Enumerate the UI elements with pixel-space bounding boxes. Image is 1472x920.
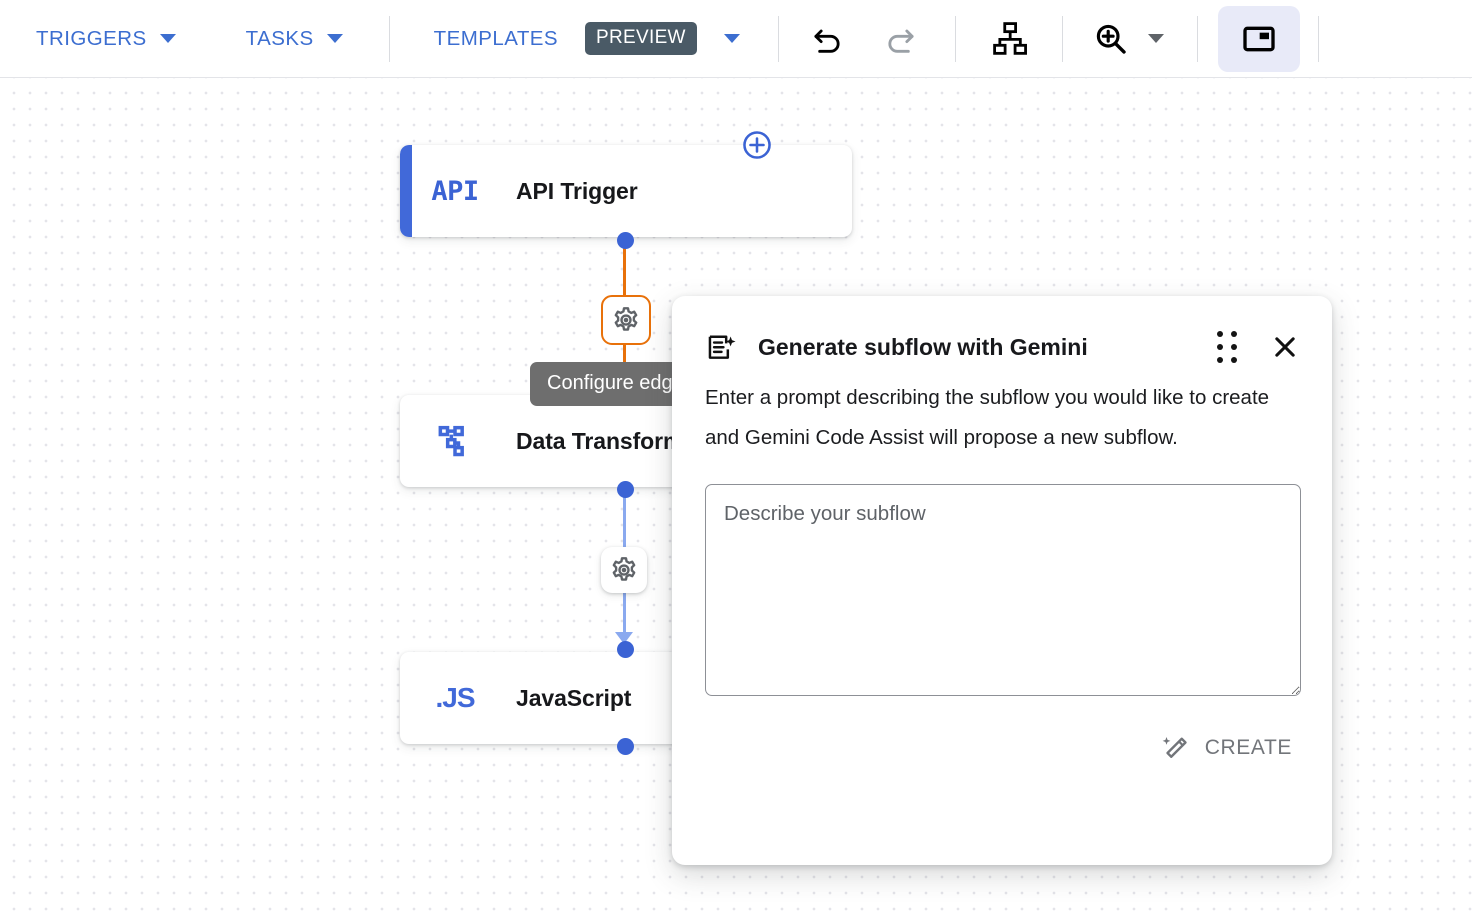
redo-icon <box>888 29 914 53</box>
toolbar-divider <box>954 15 956 62</box>
magic-wand-icon <box>1162 737 1187 758</box>
menu-tasks-label: TASKS <box>245 26 314 50</box>
dialog-actions: CREATE <box>672 701 1332 769</box>
menu-templates-label: TEMPLATES <box>433 26 559 50</box>
auto-layout-button[interactable] <box>982 11 1038 67</box>
toolbar-divider <box>388 15 390 62</box>
templates-preview-badge: PREVIEW <box>585 22 697 55</box>
edge-transformer-to-javascript-lower[interactable] <box>623 589 626 639</box>
drag-handle-icon[interactable] <box>1217 331 1238 363</box>
subflow-prompt-input[interactable] <box>705 484 1301 696</box>
menu-templates[interactable]: TEMPLATES PREVIEW <box>422 16 740 62</box>
side-panel-icon <box>1243 26 1275 51</box>
top-toolbar: TRIGGERS TASKS TEMPLATES PREVIEW <box>0 0 1472 78</box>
zoom-dropdown-button[interactable] <box>1139 11 1173 67</box>
node-accent-bar <box>400 145 412 237</box>
edge-transformer-to-javascript[interactable] <box>623 489 626 548</box>
menu-triggers[interactable]: TRIGGERS <box>24 16 188 62</box>
chevron-down-icon <box>326 34 343 43</box>
dialog-title: Generate subflow with Gemini <box>758 333 1088 360</box>
connector-dot-javascript-in[interactable] <box>617 641 634 658</box>
toolbar-divider <box>1061 15 1063 62</box>
node-title: JavaScript <box>516 684 632 711</box>
configure-edge-button[interactable] <box>601 295 651 345</box>
gear-icon <box>612 557 636 581</box>
connector-dot-javascript-out[interactable] <box>617 738 634 755</box>
edge-arrowhead-icon <box>615 632 633 644</box>
undo-icon <box>814 29 840 53</box>
javascript-icon: .JS <box>435 682 475 713</box>
sitemap-icon <box>992 21 1027 55</box>
api-icon: API <box>431 175 479 207</box>
toolbar-divider <box>1317 15 1319 62</box>
toggle-side-panel-button[interactable] <box>1217 5 1300 72</box>
create-button[interactable]: CREATE <box>1157 727 1296 769</box>
gear-icon <box>614 307 638 331</box>
generate-subflow-dialog: Generate subflow with Gemini Enter a pro… <box>672 296 1332 865</box>
zoom-button[interactable] <box>1083 11 1139 67</box>
close-icon <box>1275 337 1295 357</box>
menu-triggers-label: TRIGGERS <box>36 26 147 50</box>
connector-dot-api-out[interactable] <box>617 232 634 249</box>
edge-api-to-transformer[interactable] <box>623 240 626 308</box>
node-title: API Trigger <box>516 177 638 204</box>
toolbar-divider <box>1196 15 1198 62</box>
toolbar-divider <box>777 15 779 62</box>
plus-circle-icon <box>743 131 771 159</box>
dialog-description: Enter a prompt describing the subflow yo… <box>705 386 1270 449</box>
undo-button[interactable] <box>799 11 855 67</box>
configure-edge-button-2[interactable] <box>601 547 647 593</box>
zoom-in-icon <box>1096 24 1126 54</box>
create-button-label: CREATE <box>1204 736 1292 759</box>
redo-button[interactable] <box>873 11 929 67</box>
connector-dot-transformer-out[interactable] <box>617 481 634 498</box>
add-node-button[interactable] <box>741 129 773 161</box>
chevron-down-icon <box>1147 34 1164 43</box>
chevron-down-icon <box>159 34 176 43</box>
node-api-trigger[interactable]: API API Trigger <box>400 145 852 237</box>
menu-tasks[interactable]: TASKS <box>234 16 355 62</box>
dialog-header: Generate subflow with Gemini <box>672 296 1332 364</box>
data-transformer-icon <box>422 421 488 461</box>
close-button[interactable] <box>1268 330 1302 364</box>
gemini-summarize-icon <box>708 335 736 359</box>
chevron-down-icon <box>723 34 740 43</box>
